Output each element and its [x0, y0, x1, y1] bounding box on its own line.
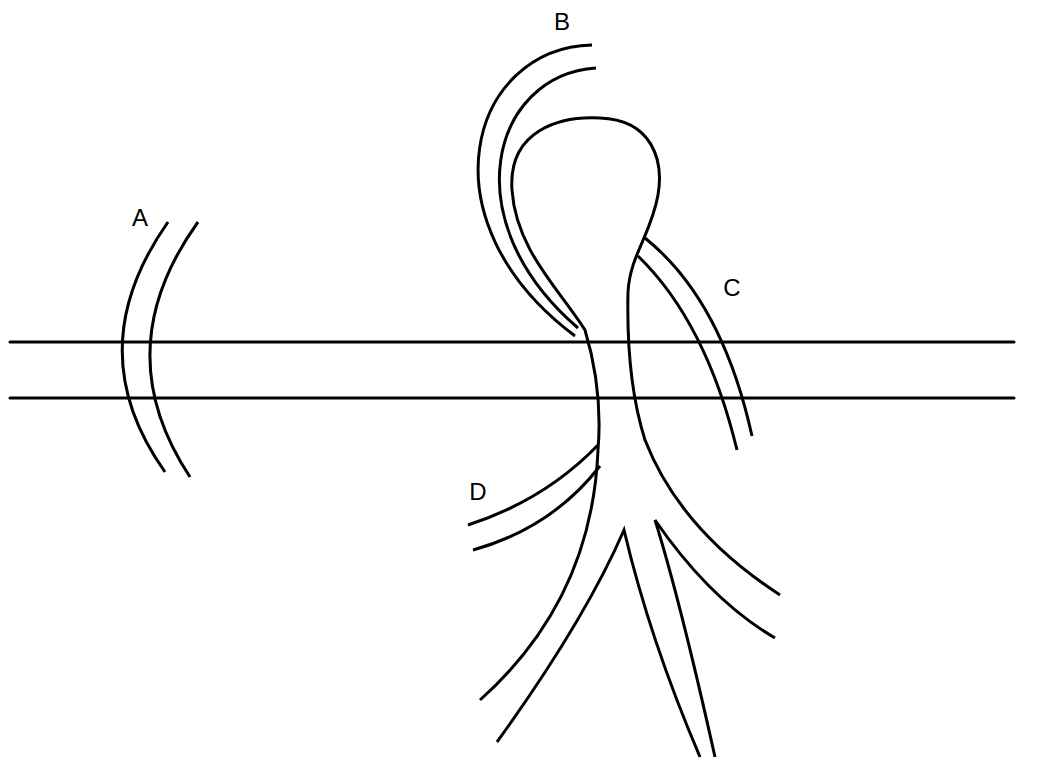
membrane-line — [10, 397, 1014, 400]
main-protein-branch — [655, 520, 775, 757]
part-label: A — [132, 206, 148, 230]
protein-c-outline — [638, 256, 737, 450]
protein-a-outline — [122, 222, 168, 472]
protein-d-outline — [473, 466, 600, 550]
part-label: D — [469, 480, 486, 504]
main-protein-branch — [497, 530, 700, 757]
protein-a-outline — [150, 222, 198, 477]
main-protein-outline — [480, 118, 780, 700]
part-label: C — [723, 276, 740, 300]
part-label: B — [554, 10, 570, 34]
protein-c-outline — [645, 238, 752, 436]
protein-b-outline — [478, 45, 592, 336]
membrane-line — [10, 341, 1014, 344]
protein-d-outline — [468, 445, 598, 525]
